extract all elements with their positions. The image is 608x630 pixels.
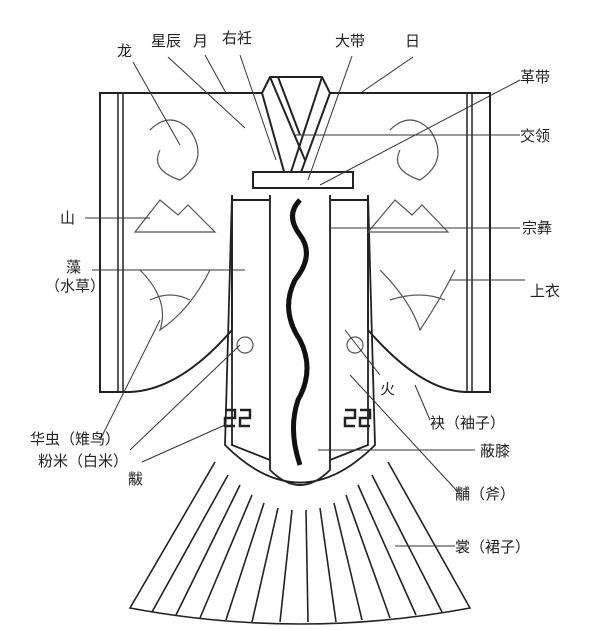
dragon-motif: [286, 198, 310, 466]
belt-shape: [252, 171, 354, 189]
label-knee-cover: 蔽膝: [480, 442, 511, 460]
label-moon: 月: [193, 32, 209, 50]
label-mountain: 山: [60, 209, 76, 227]
label-fire: 火: [380, 380, 396, 398]
label-upper-garment: 上衣: [530, 282, 561, 300]
label-stars: 星辰: [151, 32, 182, 50]
crossed-collar-shape: [260, 76, 332, 176]
label-leather-belt: 革带: [520, 68, 551, 86]
skirt-shape: [128, 461, 472, 625]
dragon-motif-left: [149, 119, 199, 181]
label-right-lapel: 右衽: [222, 29, 253, 47]
label-fu-symbol: 黻: [128, 470, 144, 488]
mountain-motif-left: [133, 199, 217, 233]
label-sleeve: 袂（袖子）: [430, 414, 506, 432]
rice-motif-right: [346, 336, 364, 354]
dragon-motif-right: [389, 119, 439, 181]
label-axe: 黼（斧）: [455, 485, 516, 503]
label-rice: 粉米（白米）: [38, 452, 129, 470]
rice-motif-left: [236, 336, 254, 354]
label-skirt: 裳（裙子）: [455, 538, 531, 556]
label-dragon: 龙: [117, 42, 133, 60]
label-ritual-vessel: 宗彝: [522, 219, 553, 237]
label-waterweed-note: （水草）: [45, 277, 106, 295]
label-waterweed: 藻: [66, 258, 82, 276]
fu-motif-left: [223, 408, 252, 428]
leader-lines: [85, 54, 525, 547]
mountain-motif-right: [366, 199, 450, 233]
label-sun: 日: [405, 32, 421, 50]
label-crossed-collar: 交领: [520, 127, 551, 145]
label-pheasant: 华虫（雉鸟）: [30, 430, 121, 448]
motifs: [133, 119, 456, 428]
label-great-sash: 大带: [335, 32, 366, 50]
fu-motif-right: [343, 408, 372, 428]
pheasant-motif-right: [379, 269, 456, 332]
pheasant-motif-left: [139, 269, 211, 332]
